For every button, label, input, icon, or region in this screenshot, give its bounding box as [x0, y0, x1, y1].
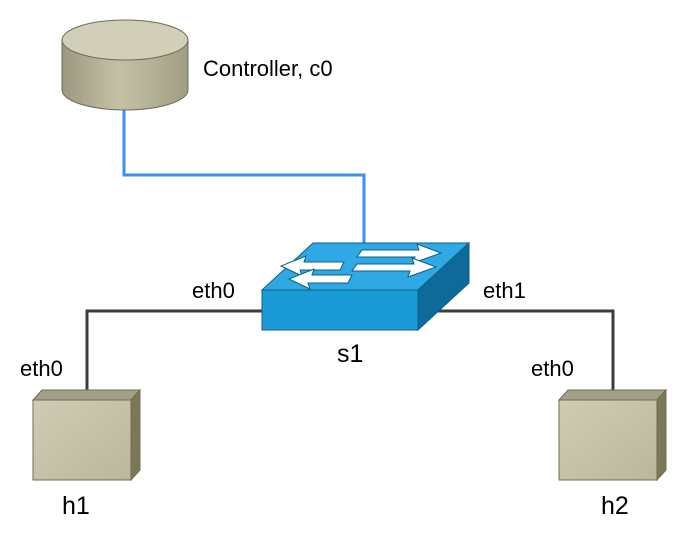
- switch-name-label: s1: [337, 340, 364, 368]
- switch-port-eth0-label: eth0: [192, 278, 235, 303]
- host-h1-label: h1: [62, 492, 90, 520]
- link-h1-s1: [85, 309, 262, 392]
- h2-interface-label: eth0: [531, 356, 574, 381]
- controller-label: Controller, c0: [203, 56, 333, 81]
- host-h2-icon: [557, 388, 668, 482]
- controller-icon: [61, 19, 189, 111]
- host-h1-icon: [31, 388, 142, 482]
- switch-port-eth1-label: eth1: [483, 278, 526, 303]
- control-link: [122, 110, 366, 243]
- host-h2-label: h2: [601, 492, 629, 520]
- switch-icon: [260, 241, 471, 332]
- link-s1-h2: [436, 309, 615, 392]
- h1-interface-label: eth0: [20, 356, 63, 381]
- switch-arrows-icon: [279, 243, 443, 290]
